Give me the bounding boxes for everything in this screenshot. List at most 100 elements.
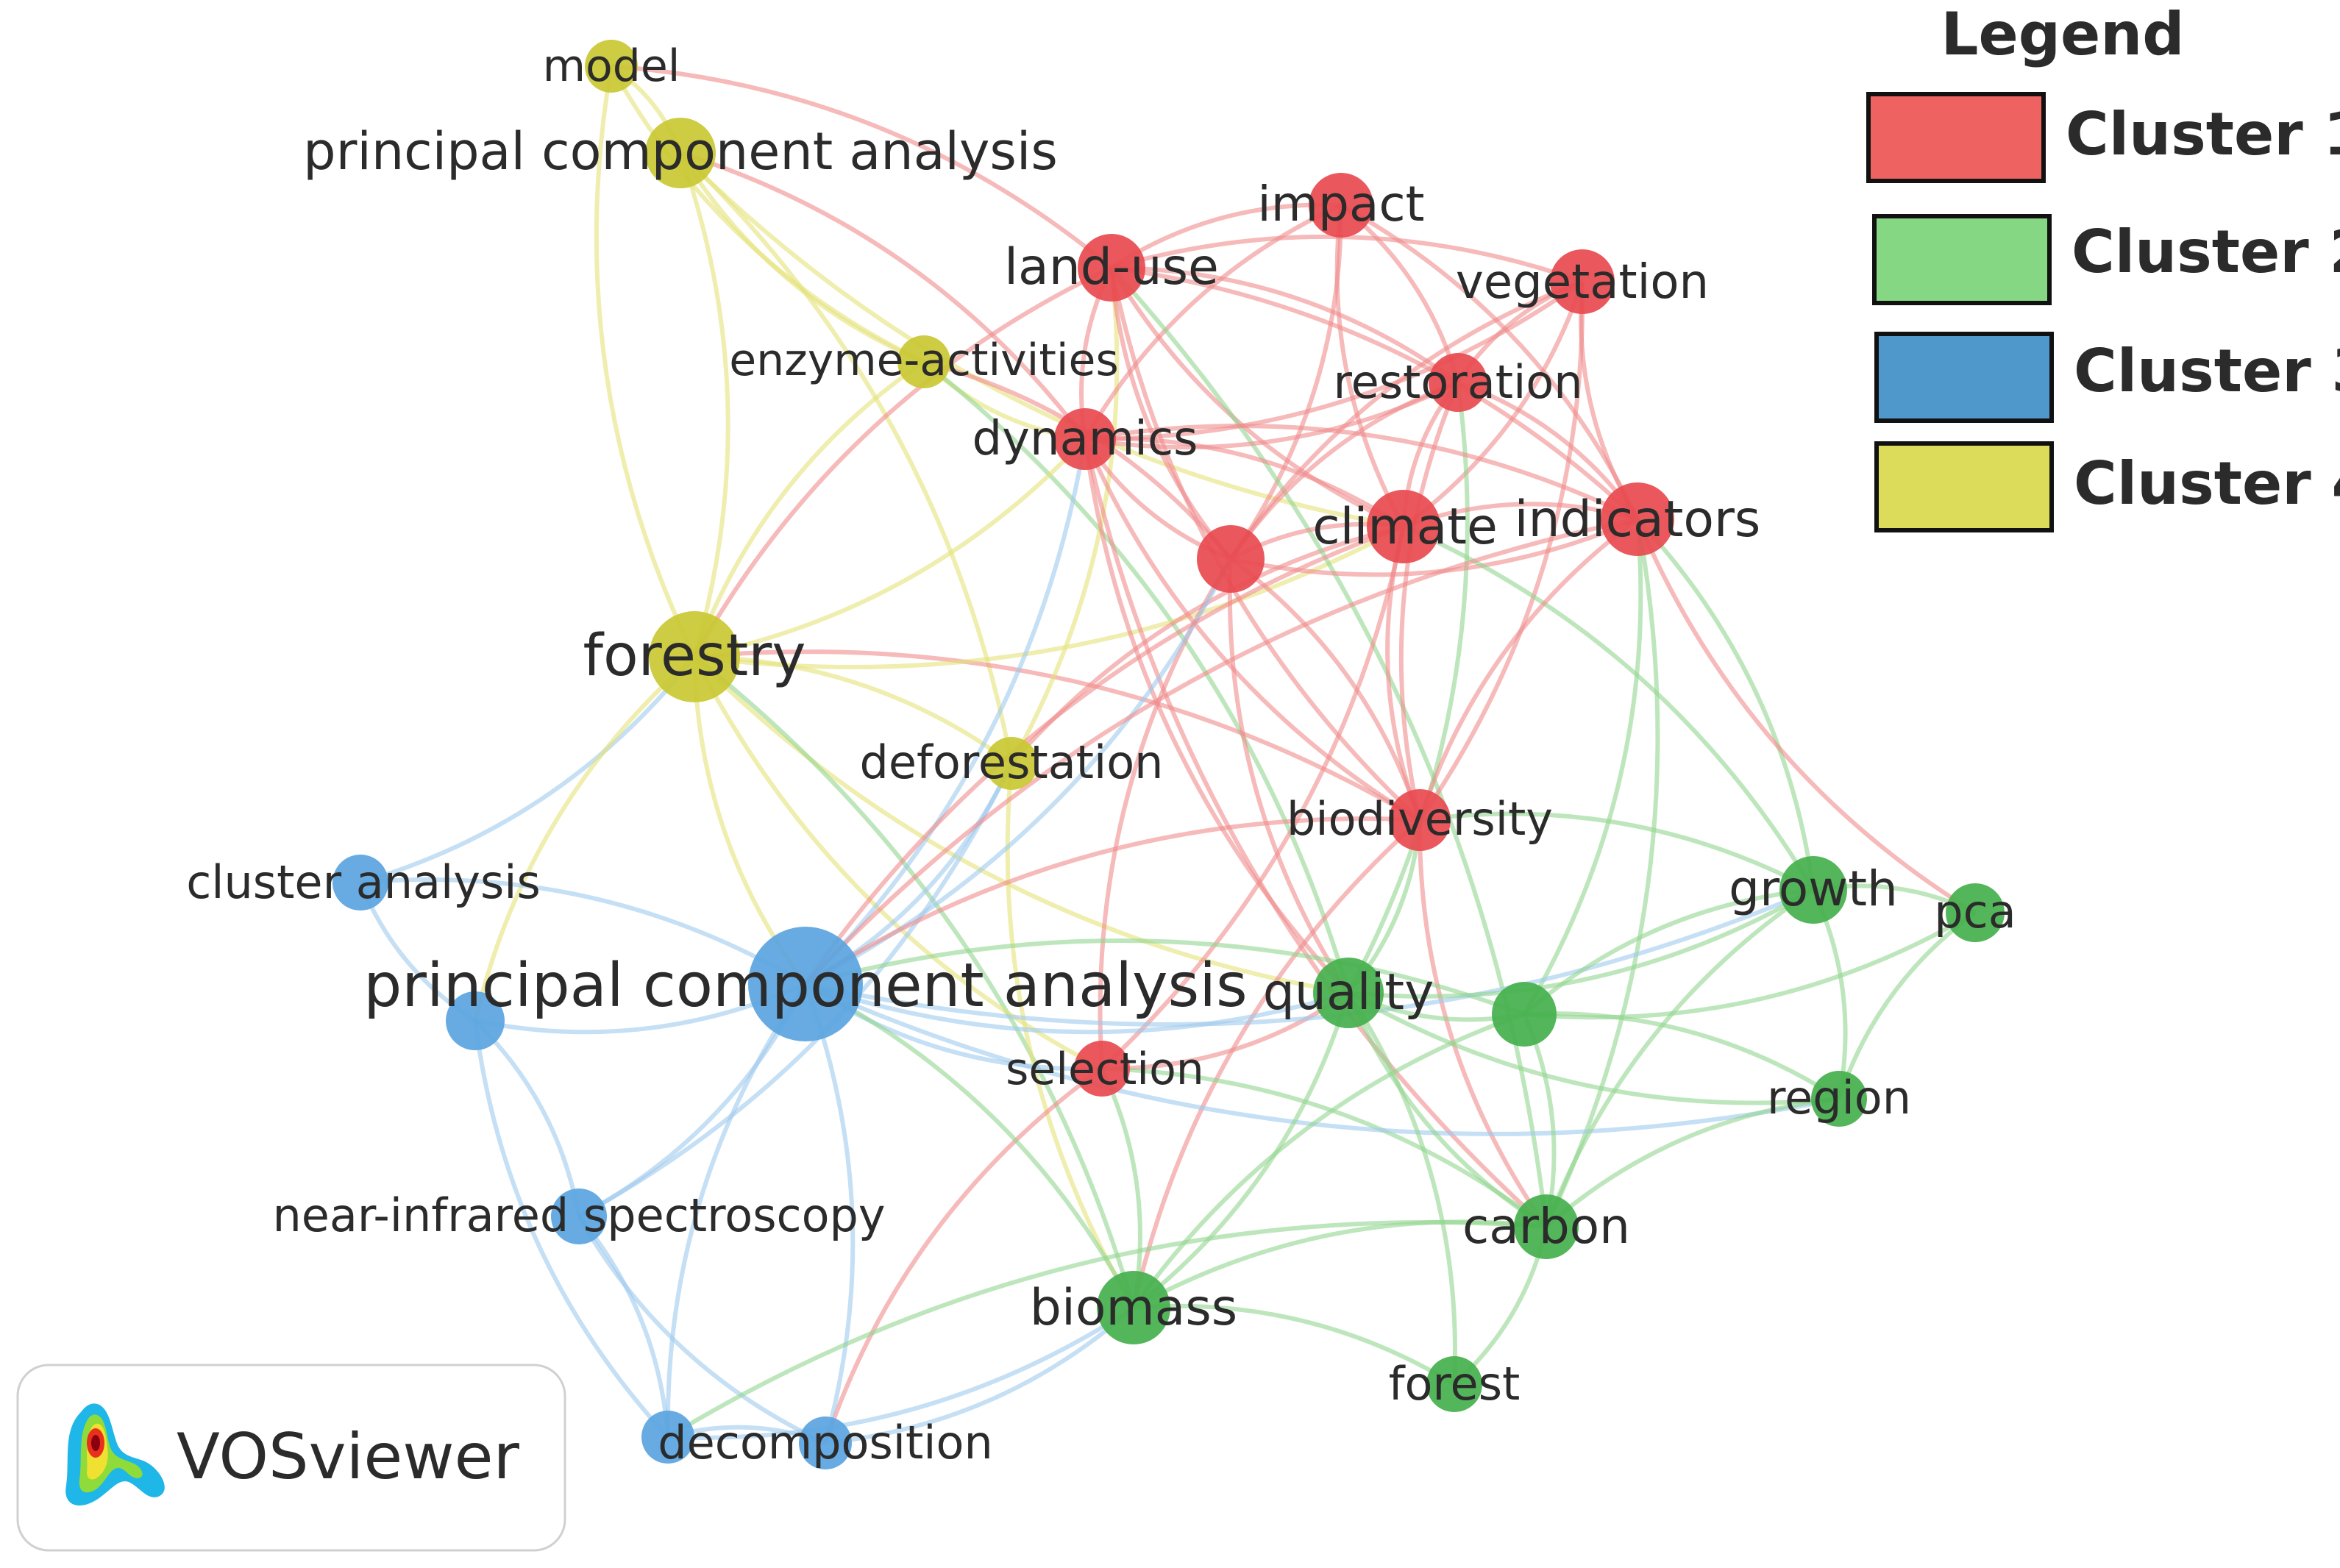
link-indicators-carbon	[1544, 518, 1660, 1228]
node-climate[interactable]	[1367, 490, 1440, 563]
link-nir-decomposition	[577, 1215, 827, 1445]
link-biodiversity-carbon	[1417, 819, 1548, 1228]
node-label-impact: impact	[1257, 176, 1424, 232]
link-growth-carbon	[1544, 888, 1815, 1228]
legend-label-cluster-1: Cluster 1	[2066, 100, 2340, 168]
node-growth[interactable]	[1779, 856, 1847, 924]
link-landuse-vegetation	[1111, 234, 1583, 284]
node-label-deforestation: deforestation	[860, 735, 1164, 789]
node-selection[interactable]	[1074, 1041, 1130, 1097]
node-unl2[interactable]	[1492, 982, 1557, 1047]
node-biodiversity[interactable]	[1389, 789, 1451, 851]
node-deforestation[interactable]	[985, 737, 1038, 790]
legend-swatch-cluster-2	[1872, 214, 2052, 305]
node-label-forestry: forestry	[583, 623, 806, 689]
badge-label: VOSviewer	[177, 1420, 520, 1494]
link-unl2-region	[1523, 1011, 1841, 1101]
node-label-pca_abbr: pca	[1934, 885, 2016, 938]
node-indicators[interactable]	[1601, 482, 1674, 556]
link-landuse-carbon	[1109, 266, 1548, 1227]
link-forestry-biodiversity	[694, 649, 1421, 822]
link-model-forestry	[594, 65, 697, 658]
node-forest[interactable]	[1426, 1356, 1482, 1412]
link-pca4-dynamics	[680, 151, 1087, 441]
link-pca_abbr-unl2	[1523, 910, 1977, 1020]
link-pca3-decomp_a	[665, 983, 808, 1438]
node-pca3[interactable]	[748, 927, 863, 1041]
link-pca3-growth	[805, 888, 1815, 1027]
node-landuse[interactable]	[1078, 234, 1145, 302]
link-pca_abbr-region	[1837, 910, 1977, 1100]
node-pca4[interactable]	[645, 118, 716, 188]
link-growth-quality	[1348, 888, 1815, 999]
node-label-indicators: indicators	[1515, 491, 1761, 549]
link-forestry-unl3	[473, 655, 696, 1022]
link-pca3-quality	[805, 982, 1349, 1035]
node-label-region: region	[1767, 1071, 1911, 1125]
node-label-dynamics: dynamics	[972, 412, 1198, 466]
node-pca_abbr[interactable]	[1946, 883, 2005, 942]
legend-title: Legend	[1941, 0, 2185, 68]
link-forestry-selection	[692, 655, 1103, 1071]
link-dynamics-quality	[1083, 438, 1351, 995]
link-nir-decomp_a	[577, 1215, 670, 1438]
node-label-growth: growth	[1729, 860, 1898, 917]
link-layer	[358, 64, 1977, 1445]
link-impact-climate	[1334, 204, 1406, 528]
node-label-decomposition: decomposition	[658, 1416, 993, 1469]
node-label-restoration: restoration	[1333, 355, 1582, 409]
link-quality-biomass	[1132, 992, 1351, 1310]
link-indicators-biodiversity	[1418, 517, 1639, 821]
link-forestry-deforestation	[694, 655, 1013, 766]
node-label-forest: forest	[1389, 1357, 1521, 1411]
legend-label-cluster-3: Cluster 3	[2074, 337, 2340, 405]
link-selection-quality	[1101, 991, 1350, 1072]
link-unl1-quality	[1227, 558, 1351, 994]
link-forestry-climate	[694, 524, 1405, 669]
node-forestry[interactable]	[649, 611, 740, 702]
node-vegetation[interactable]	[1550, 249, 1615, 314]
node-label-cluster_analysis: cluster analysis	[186, 855, 541, 909]
link-cluster_analysis-pca3	[360, 877, 807, 986]
node-label-model: model	[543, 40, 680, 92]
link-landuse-restoration	[1111, 266, 1459, 385]
node-decomp_a[interactable]	[641, 1411, 694, 1464]
vosviewer-logo-icon	[65, 1403, 165, 1506]
node-model[interactable]	[585, 40, 638, 93]
node-carbon[interactable]	[1514, 1194, 1579, 1259]
link-vegetation-dynamics	[1084, 279, 1584, 442]
node-nir[interactable]	[551, 1189, 607, 1244]
link-unl3-decomp_a	[473, 1020, 670, 1439]
link-impact-dynamics	[1083, 203, 1343, 441]
node-unl3[interactable]	[446, 991, 505, 1050]
node-dynamics[interactable]	[1054, 408, 1116, 470]
legend-swatch-cluster-1	[1866, 92, 2046, 183]
node-impact[interactable]	[1309, 173, 1373, 238]
link-indicators-pca3	[803, 517, 1638, 986]
node-region[interactable]	[1811, 1071, 1867, 1127]
node-unl1[interactable]	[1197, 525, 1265, 593]
legend-label-cluster-4: Cluster 4	[2074, 449, 2340, 518]
node-quality[interactable]	[1313, 958, 1384, 1028]
link-dynamics-carbon	[1083, 438, 1548, 1229]
link-dynamics-biodiversity	[1083, 438, 1421, 822]
link-restoration-dynamics	[1084, 380, 1459, 450]
node-label-enzyme: enzyme-activities	[729, 335, 1118, 386]
node-cluster_analysis[interactable]	[332, 855, 388, 910]
link-indicators-growth	[1635, 517, 1816, 891]
node-enzyme[interactable]	[897, 335, 950, 388]
node-label-selection: selection	[1006, 1044, 1204, 1095]
link-biodiversity-pca3	[804, 816, 1420, 986]
node-decomposition[interactable]	[799, 1416, 852, 1469]
link-biodiversity-growth	[1419, 811, 1815, 892]
badge-frame	[16, 1364, 566, 1552]
link-vegetation-climate	[1402, 281, 1585, 529]
link-forestry-landuse	[692, 266, 1113, 658]
node-restoration[interactable]	[1429, 353, 1487, 412]
node-biomass[interactable]	[1097, 1271, 1170, 1344]
link-dynamics-pca3	[803, 438, 1087, 986]
link-forestry-cluster_analysis	[360, 655, 697, 885]
link-pca3-biomass	[804, 982, 1136, 1309]
